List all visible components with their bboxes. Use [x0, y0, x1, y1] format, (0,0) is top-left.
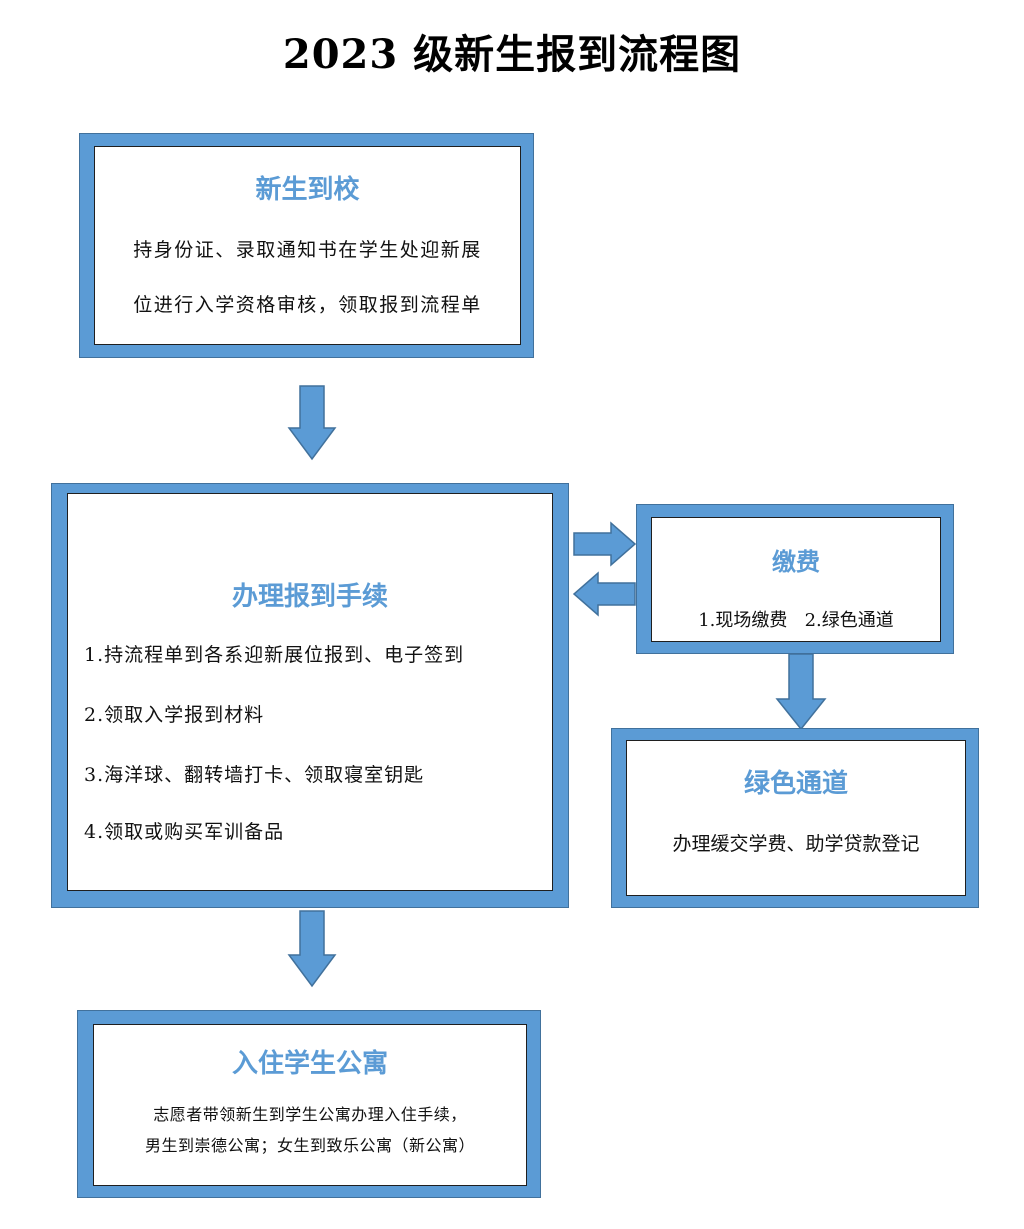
payment-box: 缴费 1.现场缴费 2.绿色通道 [636, 504, 954, 654]
procedures-step-3: 3.海洋球、翻转墙打卡、领取寝室钥匙 [84, 764, 425, 786]
procedures-step-1: 1.持流程单到各系迎新展位报到、电子签到 [84, 644, 465, 666]
procedures-inner: 办理报到手续 1.持流程单到各系迎新展位报到、电子签到 2.领取入学报到材料 3… [67, 493, 553, 891]
procedures-heading: 办理报到手续 [231, 582, 388, 612]
arrow-left-payment-to-procedures [572, 571, 636, 617]
dormitory-heading: 入住学生公寓 [231, 1049, 388, 1079]
arrow-down-payment-to-green-channel [775, 653, 827, 731]
green-channel-line: 办理缓交学费、助学贷款登记 [672, 833, 920, 855]
arrival-box: 新生到校 持身份证、录取通知书在学生处迎新展 位进行入学资格审核，领取报到流程单 [79, 133, 534, 358]
procedures-step-2: 2.领取入学报到材料 [84, 704, 265, 726]
arrival-line-1: 持身份证、录取通知书在学生处迎新展 [133, 239, 482, 261]
procedures-box: 办理报到手续 1.持流程单到各系迎新展位报到、电子签到 2.领取入学报到材料 3… [51, 483, 569, 908]
payment-options: 1.现场缴费 2.绿色通道 [698, 610, 894, 631]
green-channel-box: 绿色通道 办理缓交学费、助学贷款登记 [611, 728, 979, 908]
page-title: 2023 级新生报到流程图 [282, 31, 742, 78]
payment-heading: 缴费 [772, 548, 820, 576]
arrival-inner: 新生到校 持身份证、录取通知书在学生处迎新展 位进行入学资格审核，领取报到流程单 [94, 146, 521, 345]
arrow-down-arrival-to-procedures [287, 385, 337, 461]
dormitory-inner: 入住学生公寓 志愿者带领新生到学生公寓办理入住手续， 男生到崇德公寓；女生到致乐… [93, 1024, 527, 1186]
arrival-line-2: 位进行入学资格审核，领取报到流程单 [133, 294, 482, 316]
procedures-step-4: 4.领取或购买军训备品 [84, 821, 285, 843]
arrow-right-procedures-to-payment [573, 521, 637, 567]
green-channel-heading: 绿色通道 [743, 769, 848, 799]
dormitory-line-2: 男生到崇德公寓；女生到致乐公寓（新公寓） [144, 1136, 475, 1155]
dormitory-box: 入住学生公寓 志愿者带领新生到学生公寓办理入住手续， 男生到崇德公寓；女生到致乐… [77, 1010, 541, 1198]
dormitory-line-1: 志愿者带领新生到学生公寓办理入住手续， [153, 1105, 467, 1124]
payment-inner: 缴费 1.现场缴费 2.绿色通道 [651, 517, 941, 642]
green-channel-inner: 绿色通道 办理缓交学费、助学贷款登记 [626, 740, 966, 896]
arrow-down-procedures-to-dormitory [287, 910, 337, 988]
arrival-heading: 新生到校 [255, 175, 360, 205]
